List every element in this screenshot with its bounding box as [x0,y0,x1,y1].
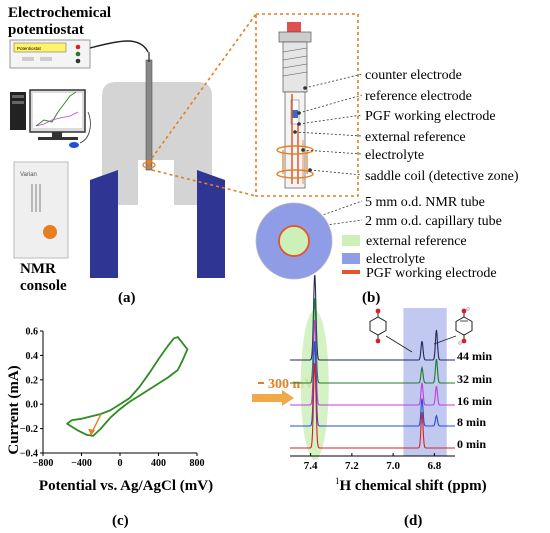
cv-y-tick-label: 0.4 [26,351,39,362]
cv-x-tick-label: −400 [71,458,92,469]
time-label: 32 min [457,372,492,386]
svg-text:1H chemical shift (ppm): 1H chemical shift (ppm) [335,476,487,494]
label-external-reference: external reference [365,130,466,145]
nmr-chart: 1H chemical shift (ppm) (d) 7.4 7.2 7.0 6.8… [290,275,492,529]
nmr-x-axis-label: 1H chemical shift (ppm) [335,476,487,494]
panel-a: Electrochemical potentiostat Potentiosta… [8,5,225,306]
varian-text: Varian [20,172,37,178]
axis-label-superscript: 1 [335,476,340,486]
label-counter-electrode: counter electrode [365,68,462,83]
panel-a-label: (a) [118,290,136,306]
cv-x-tick-label: 400 [151,458,166,469]
cv-x-axis-label: Potential vs. Ag/AgCl (mV) [39,478,213,494]
zoom-box [255,13,359,197]
legend-pgf-working-electrode: PGF working electrode [366,266,497,281]
panel-b: counter electrode reference electrode PG… [255,13,519,306]
label-capillary-tube: 2 mm o.d. capillary tube [365,214,502,229]
nmr-x-tick-label: 7.2 [345,460,359,472]
nmr-magnet-icon [90,52,225,278]
cv-potential-arrow [91,413,102,433]
spectrum-trace [290,298,455,384]
cell-schematic [276,22,314,189]
cv-y-axis-label: Current (mA) [6,365,22,454]
legend-external-reference: external reference [366,234,467,249]
spectrum-trace [290,341,455,427]
legend-swatch-external-reference [342,235,360,246]
legend-electrolyte: electrolyte [366,252,425,267]
label-nmr-tube: 5 mm o.d. NMR tube [365,195,485,210]
quinone-region-highlight [403,308,447,456]
nmr-console-icon: Varian [13,161,69,259]
potentiostat-icon: Potentiostat [9,39,91,69]
cv-curve [66,336,189,437]
right-arrow-icon [252,390,294,406]
cv-x-tick-label: 0 [118,458,123,469]
legend-swatch-pgf [342,270,360,274]
nmr-x-tick-label: 7.0 [386,460,400,472]
cv-y-tick-label: 0.6 [26,327,39,338]
panel-d-label: (d) [404,513,422,529]
panel-b-label: (b) [362,290,380,306]
time-label: 16 min [457,394,492,408]
potentiostat-screen-text: Potentiostat [17,46,42,51]
benzoquinone-icon [369,308,387,344]
cv-chart: Current (mA) Potential vs. Ag/AgCl (mV) … [6,327,213,530]
component-labels: counter electrode reference electrode PG… [365,68,519,229]
panel-c-label: (c) [112,513,129,529]
pointer-benzoquinone [385,335,413,353]
time-label: 44 min [457,349,492,363]
nmr-x-tick-label: 7.4 [304,460,318,472]
potentiostat-title-line2: potentiostat [8,22,84,38]
legend-swatch-electrolyte [342,253,360,264]
console-label-line2: console [20,278,67,294]
computer-icon [10,89,91,148]
nmr-x-tick-label: 6.8 [428,460,442,472]
cv-potential-arrowhead [88,428,96,436]
spectrum-trace [290,275,455,361]
potentiostat-cable [89,40,149,53]
cv-y-tick-label: 0.0 [26,400,39,411]
time-label: 8 min [457,415,486,429]
leader-lines [294,73,363,229]
console-label-line1: NMR [20,261,56,277]
hydroquinone-icon [455,307,473,345]
cv-x-tick-label: −800 [33,458,54,469]
potentiostat-title-line1: Electrochemical [8,5,111,21]
cv-y-tick-label: 0.2 [26,375,39,386]
cv-y-tick-label: −0.2 [20,424,38,435]
external-reference-highlight [300,310,329,460]
time-label: 0 min [457,437,486,451]
label-electrolyte: electrolyte [365,148,424,163]
cv-y-tick-label: −0.4 [20,449,38,460]
label-saddle-coil: saddle coil (detective zone) [365,169,519,184]
cross-section-legend: external reference electrolyte PGF worki… [342,234,497,281]
spectrum-trace [290,320,455,406]
tube-cross-section [255,202,333,280]
spectrum-trace [290,363,455,449]
axis-label-main: H chemical shift (ppm) [340,478,487,494]
cv-x-tick-label: 800 [190,458,205,469]
label-reference-electrode: reference electrode [365,89,472,104]
label-pgf-working-electrode: PGF working electrode [365,109,496,124]
